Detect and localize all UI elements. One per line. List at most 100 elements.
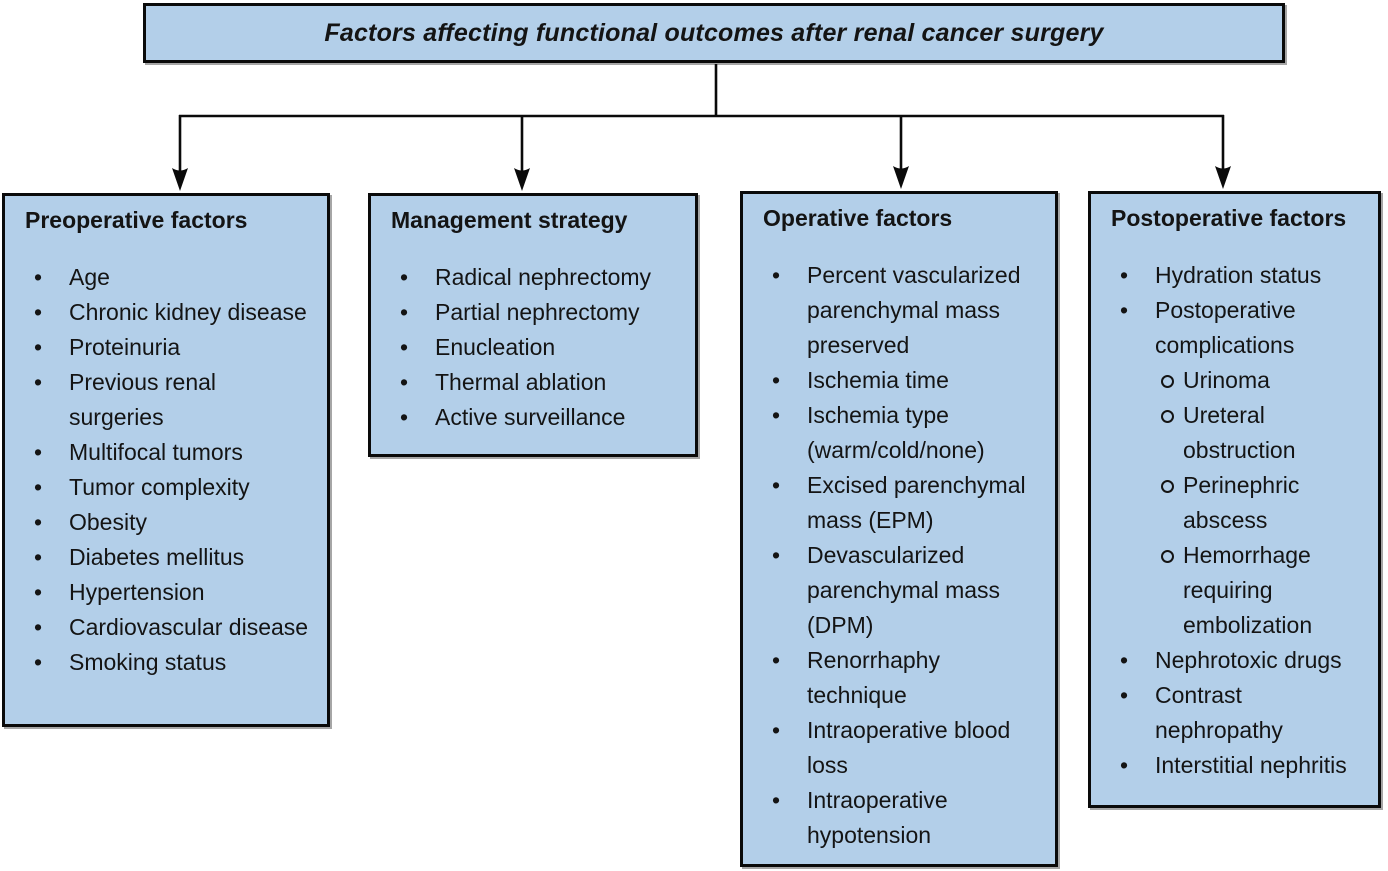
- list-item-text: Tumor complexity: [69, 474, 250, 500]
- arrowhead-icon: [893, 166, 909, 189]
- bullet-icon: •: [400, 369, 409, 395]
- bullet-icon: •: [34, 614, 43, 640]
- bullet-icon: •: [772, 787, 781, 813]
- bullet-icon: •: [772, 647, 781, 673]
- list-item: • Active surveillance: [397, 400, 691, 435]
- list-item-text: Percent vascularized parenchymal mass pr…: [807, 262, 1021, 358]
- bullet-icon: •: [400, 264, 409, 290]
- postoperative-item-list: •Hydration status•Postoperative complica…: [1091, 258, 1378, 783]
- bullet-icon: •: [772, 542, 781, 568]
- arrowhead-icon: [514, 168, 530, 191]
- bullet-icon: •: [772, 402, 781, 428]
- list-item-text: Hydration status: [1155, 262, 1322, 288]
- open-circle-icon: [1161, 375, 1174, 388]
- bullet-icon: •: [772, 717, 781, 743]
- list-item-text: Ischemia time: [807, 367, 949, 393]
- list-item: • Ischemia time: [769, 363, 1051, 398]
- operative-factors-box: Operative factors • Percent vascularized …: [740, 191, 1058, 867]
- bullet-icon: •: [34, 544, 43, 570]
- bullet-icon: •: [34, 299, 43, 325]
- list-item: Hemorrhage requiring embolization: [1117, 538, 1374, 643]
- list-item-text: Chronic kidney disease: [69, 299, 307, 325]
- list-item-text: Excised parenchymal mass (EPM): [807, 472, 1026, 533]
- list-item: • Ischemia type (warm/cold/none): [769, 398, 1051, 468]
- box-heading: Operative factors: [763, 205, 953, 231]
- list-item-text: Multifocal tumors: [69, 439, 243, 465]
- arrowhead-icon: [172, 168, 188, 191]
- bullet-icon: •: [772, 367, 781, 393]
- list-item: • Diabetes mellitus: [31, 540, 323, 575]
- list-item: •Proteinuria: [31, 330, 323, 365]
- box-heading: Postoperative factors: [1111, 205, 1347, 231]
- management-strategy-box: Management strategy •Radical nephrectomy…: [368, 193, 698, 457]
- list-item-text: Intraoperative hypotension: [807, 787, 948, 848]
- list-item-text: Contrast nephropathy: [1155, 682, 1283, 743]
- list-item-text: Active surveillance: [435, 404, 626, 430]
- box-heading: Preoperative factors: [25, 207, 248, 233]
- list-item: • Postoperative complications: [1117, 293, 1374, 363]
- list-item-text: Devascularized parenchymal mass (DPM): [807, 542, 1001, 638]
- bullet-icon: •: [1120, 682, 1129, 708]
- list-item: Ureteral obstruction: [1117, 398, 1374, 468]
- list-item-text: Interstitial nephritis: [1155, 752, 1347, 778]
- list-item-text: Enucleation: [435, 334, 556, 360]
- list-item-text: Ischemia type (warm/cold/none): [807, 402, 985, 463]
- list-item-text: Perinephric abscess: [1183, 472, 1300, 533]
- diagram-title: Factors affecting functional outcomes af…: [324, 18, 1104, 47]
- open-circle-icon: [1161, 398, 1183, 433]
- list-item-text: Hemorrhage requiring embolization: [1183, 542, 1313, 638]
- bullet-icon: •: [34, 579, 43, 605]
- open-circle-icon: [1161, 550, 1174, 563]
- open-circle-icon: [1161, 480, 1174, 493]
- list-item: •Smoking status: [31, 645, 323, 680]
- list-item: • Previous renal surgeries: [31, 365, 323, 435]
- list-item: •Partial nephrectomy: [397, 295, 691, 330]
- open-circle-icon: [1161, 363, 1183, 398]
- list-item: • Nephrotoxic drugs: [1117, 643, 1374, 678]
- list-item: •Thermal ablation: [397, 365, 691, 400]
- management-item-list: •Radical nephrectomy•Partial nephrectomy…: [371, 260, 695, 435]
- list-item: • Chronic kidney disease: [31, 295, 323, 330]
- list-item: • Intraoperative hypotension: [769, 783, 1051, 853]
- list-item-text: Cardiovascular disease: [69, 614, 309, 640]
- bullet-icon: •: [400, 334, 409, 360]
- box-heading: Management strategy: [391, 207, 628, 233]
- bullet-icon: •: [1120, 297, 1129, 323]
- bullet-icon: •: [34, 474, 43, 500]
- bullet-icon: •: [1120, 647, 1129, 673]
- bullet-icon: •: [34, 369, 43, 395]
- bullet-icon: •: [400, 404, 409, 430]
- preoperative-item-list: •Age•Chronic kidney disease•Proteinuria•…: [5, 260, 327, 680]
- bullet-icon: •: [400, 299, 409, 325]
- list-item: • Cardiovascular disease: [31, 610, 323, 645]
- list-item: •Interstitial nephritis: [1117, 748, 1374, 783]
- preoperative-factors-box: Preoperative factors •Age • Chronic kidney…: [2, 193, 330, 727]
- list-item: •Age: [31, 260, 323, 295]
- list-item-text: Renorrhaphy technique: [807, 647, 940, 708]
- list-item: • Tumor complexity: [31, 470, 323, 505]
- list-item-text: Diabetes mellitus: [69, 544, 245, 570]
- list-item: • Renorrhaphy technique: [769, 643, 1051, 713]
- list-item-text: Ureteral obstruction: [1183, 402, 1296, 463]
- list-item-text: Hypertension: [69, 579, 205, 605]
- list-item: •Obesity: [31, 505, 323, 540]
- open-circle-icon: [1161, 538, 1183, 573]
- list-item-text: Proteinuria: [69, 334, 181, 360]
- list-item: • Contrast nephropathy: [1117, 678, 1374, 748]
- list-item-text: Obesity: [69, 509, 147, 535]
- list-item-text: Smoking status: [69, 649, 227, 675]
- list-item-text: Previous renal surgeries: [69, 369, 217, 430]
- open-circle-icon: [1161, 410, 1174, 423]
- list-item: Urinoma: [1117, 363, 1374, 398]
- operative-item-list: • Percent vascularized parenchymal mass p…: [743, 258, 1055, 853]
- arrowhead-icon: [1215, 166, 1231, 189]
- bullet-icon: •: [772, 472, 781, 498]
- list-item: • Enucleation: [397, 330, 691, 365]
- list-item-text: Postoperative complications: [1155, 297, 1296, 358]
- list-item-text: Intraoperative blood loss: [807, 717, 1011, 778]
- list-item-text: Urinoma: [1183, 367, 1270, 393]
- list-item: •Hydration status: [1117, 258, 1374, 293]
- list-item: •Multifocal tumors: [31, 435, 323, 470]
- list-item-text: Nephrotoxic drugs: [1155, 647, 1342, 673]
